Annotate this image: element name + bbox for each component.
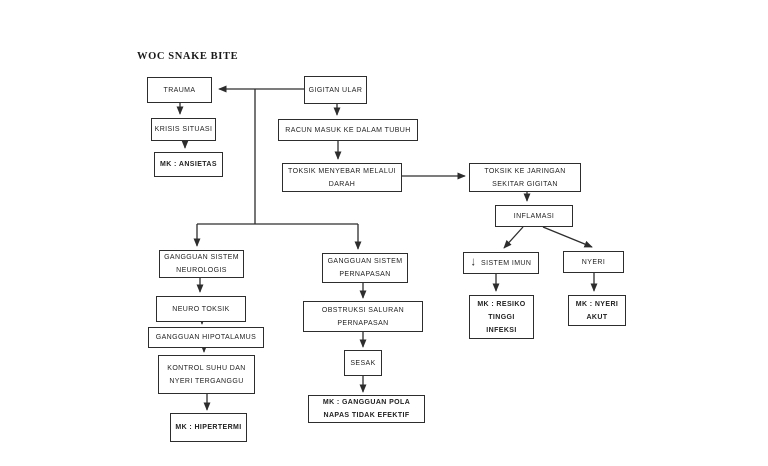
node-mk-nyeri-akut-label: MK : NYERI AKUT (575, 300, 619, 321)
node-mk-ansietas: MK : ANSIETAS (154, 152, 223, 177)
node-krisis-situasi-label: KRISIS SITUASI (154, 126, 213, 133)
node-racun-masuk: RACUN MASUK KE DALAM TUBUH (278, 119, 418, 141)
node-gangguan-hipotalamus: GANGGUAN HIPOTALAMUS (148, 327, 264, 348)
node-mk-nyeri-akut: MK : NYERI AKUT (568, 295, 626, 326)
node-kontrol-suhu-label: KONTROL SUHU DAN NYERI TERGANGGU (167, 364, 246, 385)
node-krisis-situasi: KRISIS SITUASI (151, 118, 216, 141)
node-sistem-imun-label: SISTEM IMUN (481, 259, 532, 267)
node-mk-gangguan-pola: MK : GANGGUAN POLA NAPAS TIDAK EFEKTIF (308, 395, 425, 423)
node-toksik-jaringan: TOKSIK KE JARINGAN SEKITAR GIGITAN (469, 163, 581, 192)
node-gangguan-neurologis: GANGGUAN SISTEM NEUROLOGIS (159, 250, 244, 278)
node-mk-resiko-label: MK : RESIKO TINGGI INFEKSI (477, 300, 526, 334)
node-toksik-menyebar: TOKSIK MENYEBAR MELALUI DARAH (282, 163, 402, 192)
edge-inflamasi-to-sistem-imun (503, 226, 524, 249)
decrease-arrow-icon: ↓ (470, 255, 477, 270)
node-trauma: TRAUMA (147, 77, 212, 103)
node-inflamasi-label: INFLAMASI (513, 212, 555, 220)
node-sesak: SESAK (344, 350, 382, 376)
node-racun-masuk-label: RACUN MASUK KE DALAM TUBUH (285, 126, 411, 134)
diagram-title: WOC SNAKE BITE (137, 51, 239, 62)
node-mk-ansietas-label: MK : ANSIETAS (160, 161, 217, 168)
node-obstruksi-saluran: OBSTRUKSI SALURAN PERNAPASAN (303, 301, 423, 332)
node-gangguan-hipotalamus-label: GANGGUAN HIPOTALAMUS (155, 334, 257, 341)
node-obstruksi-saluran-label: OBSTRUKSI SALURAN PERNAPASAN (321, 306, 405, 327)
node-sistem-imun: ↓ SISTEM IMUN (463, 252, 539, 274)
node-sesak-label: SESAK (350, 359, 376, 367)
node-mk-gangguan-pola-label: MK : GANGGUAN POLA NAPAS TIDAK EFEKTIF (322, 399, 411, 419)
node-gangguan-neurologis-label: GANGGUAN SISTEM NEUROLOGIS (164, 254, 239, 274)
node-neuro-toksik-label: NEURO TOKSIK (172, 305, 230, 313)
node-toksik-menyebar-label: TOKSIK MENYEBAR MELALUI DARAH (288, 167, 396, 188)
node-toksik-jaringan-label: TOKSIK KE JARINGAN SEKITAR GIGITAN (484, 167, 566, 188)
node-neuro-toksik: NEURO TOKSIK (156, 296, 246, 322)
node-gangguan-pernapasan: GANGGUAN SISTEM PERNAPASAN (322, 253, 408, 283)
node-gigitan-ular: GIGITAN ULAR (304, 76, 367, 104)
node-inflamasi: INFLAMASI (495, 205, 573, 227)
node-nyeri-label: NYERI (581, 258, 606, 266)
node-mk-resiko-tinggi-infeksi: MK : RESIKO TINGGI INFEKSI (469, 295, 534, 339)
node-mk-hipertermi: MK : HIPERTERMI (170, 413, 247, 442)
node-gigitan-ular-label: GIGITAN ULAR (308, 86, 363, 94)
edge-inflamasi-to-nyeri (542, 226, 593, 248)
node-trauma-label: TRAUMA (163, 86, 196, 94)
node-nyeri: NYERI (563, 251, 624, 273)
node-kontrol-suhu: KONTROL SUHU DAN NYERI TERGANGGU (158, 355, 255, 394)
node-gangguan-pernapasan-label: GANGGUAN SISTEM PERNAPASAN (327, 258, 403, 278)
node-mk-hipertermi-label: MK : HIPERTERMI (175, 424, 242, 431)
